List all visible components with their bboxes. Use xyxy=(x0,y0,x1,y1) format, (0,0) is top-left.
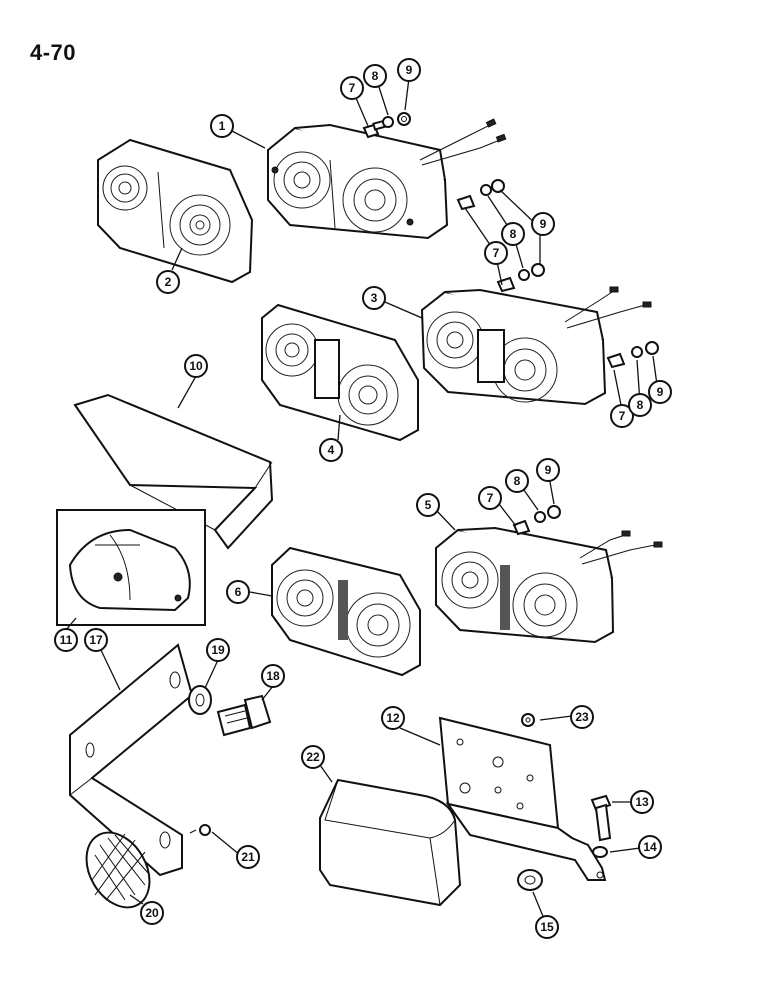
lamp-assembly-5 xyxy=(435,526,663,644)
svg-text:9: 9 xyxy=(406,63,413,77)
svg-text:7: 7 xyxy=(487,491,494,505)
plate-12 xyxy=(438,716,607,881)
callout-8: 8 xyxy=(501,222,525,246)
lamp-assembly-3 xyxy=(420,286,652,406)
svg-text:18: 18 xyxy=(266,669,280,683)
side-lamp-11-inset xyxy=(56,509,206,626)
svg-text:9: 9 xyxy=(545,463,552,477)
callout-14: 14 xyxy=(638,835,662,859)
callout-8: 8 xyxy=(363,64,387,88)
lamp-lens-4 xyxy=(261,303,419,442)
svg-text:8: 8 xyxy=(514,474,521,488)
svg-text:21: 21 xyxy=(241,850,255,864)
svg-text:11: 11 xyxy=(60,633,73,647)
callout-18: 18 xyxy=(261,664,285,688)
svg-text:6: 6 xyxy=(235,585,242,599)
callout-20: 20 xyxy=(140,901,164,925)
svg-text:13: 13 xyxy=(635,795,649,809)
callout-6: 6 xyxy=(226,580,250,604)
svg-text:14: 14 xyxy=(643,840,657,854)
callout-21: 21 xyxy=(236,845,260,869)
svg-text:8: 8 xyxy=(372,69,379,83)
callout-8: 8 xyxy=(505,469,529,493)
callout-7: 7 xyxy=(478,486,502,510)
fastener-set-top xyxy=(362,112,411,139)
bracket-17 xyxy=(69,643,194,877)
callout-23: 23 xyxy=(570,705,594,729)
fastener-set-lower xyxy=(512,505,561,536)
svg-text:3: 3 xyxy=(371,291,378,305)
screw-21 xyxy=(189,824,211,836)
nut-23 xyxy=(521,713,535,727)
svg-text:2: 2 xyxy=(165,275,172,289)
callout-13: 13 xyxy=(630,790,654,814)
svg-text:10: 10 xyxy=(189,359,203,373)
callout-7: 7 xyxy=(340,76,364,100)
svg-text:1: 1 xyxy=(219,119,226,133)
svg-text:15: 15 xyxy=(540,920,554,934)
svg-text:5: 5 xyxy=(425,498,432,512)
callout-7: 7 xyxy=(484,241,508,265)
svg-text:17: 17 xyxy=(89,633,103,647)
svg-text:9: 9 xyxy=(657,385,664,399)
callout-5: 5 xyxy=(416,493,440,517)
callout-11: 11 xyxy=(54,628,78,652)
callout-9: 9 xyxy=(397,58,421,82)
callout-4: 4 xyxy=(319,438,343,462)
lamp-lens-6 xyxy=(271,546,421,677)
callout-10: 10 xyxy=(184,354,208,378)
grommet-15 xyxy=(517,869,543,891)
lamp-lens-2 xyxy=(97,138,254,284)
callout-1: 1 xyxy=(210,114,234,138)
callout-7: 7 xyxy=(610,404,634,428)
svg-text:7: 7 xyxy=(493,246,500,260)
svg-text:23: 23 xyxy=(575,710,589,724)
bolt-13 xyxy=(590,794,612,842)
callout-8: 8 xyxy=(628,393,652,417)
svg-text:4: 4 xyxy=(328,443,335,457)
callout-22: 22 xyxy=(301,745,325,769)
svg-text:8: 8 xyxy=(510,227,517,241)
callout-9: 9 xyxy=(648,380,672,404)
svg-text:7: 7 xyxy=(619,409,626,423)
svg-text:8: 8 xyxy=(637,398,644,412)
lamp-assembly-1 xyxy=(267,118,507,240)
callout-9: 9 xyxy=(531,212,555,236)
callout-17: 17 xyxy=(84,628,108,652)
svg-text:19: 19 xyxy=(211,643,225,657)
washer-19 xyxy=(188,685,212,715)
callout-3: 3 xyxy=(362,286,386,310)
svg-text:9: 9 xyxy=(540,217,547,231)
fastener-set-right-middle xyxy=(606,341,659,369)
svg-text:22: 22 xyxy=(306,750,320,764)
reflector-20 xyxy=(85,831,151,909)
bolt-18 xyxy=(216,694,272,737)
svg-text:12: 12 xyxy=(386,711,400,725)
fastener-set-right-upper xyxy=(456,179,545,293)
callout-12: 12 xyxy=(381,706,405,730)
callout-19: 19 xyxy=(206,638,230,662)
svg-text:20: 20 xyxy=(145,906,159,920)
cover-22 xyxy=(319,778,462,907)
svg-text:7: 7 xyxy=(349,81,356,95)
page-number: 4-70 xyxy=(30,40,77,65)
callout-9: 9 xyxy=(536,458,560,482)
washer-14 xyxy=(592,846,608,858)
callout-2: 2 xyxy=(156,270,180,294)
callout-15: 15 xyxy=(535,915,559,939)
